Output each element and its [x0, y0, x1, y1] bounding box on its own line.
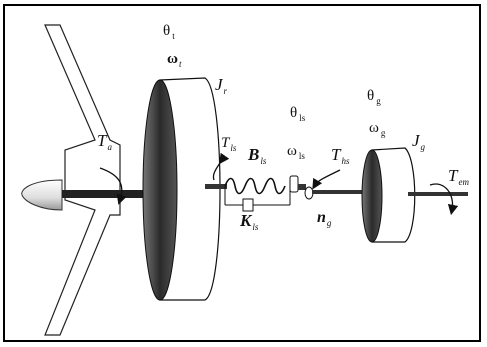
- label-T-ls: Tls: [221, 135, 237, 153]
- torque-arrow-Tem: [429, 183, 459, 216]
- label-T-a: Ta: [97, 131, 112, 152]
- torque-arrow-Ths: [312, 169, 341, 190]
- main-shaft: [62, 190, 152, 198]
- label-J-r: Jr: [215, 75, 228, 96]
- label-n-g: ng: [317, 209, 332, 228]
- rotor-inertia-disk: [142, 77, 221, 301]
- label-K-ls: Kls: [240, 211, 259, 232]
- high-speed-shaft: [312, 190, 367, 194]
- turbine-blade: [44, 24, 121, 336]
- generator-shaft: [408, 192, 468, 196]
- label-J-g: Jg: [412, 131, 426, 152]
- spring-K-ls: [224, 177, 286, 195]
- torque-arrow-Ta: [99, 167, 127, 205]
- label-T-em: Tem: [448, 166, 469, 187]
- label-omega-t: ωt: [167, 51, 182, 69]
- low-speed-shaft: [205, 184, 227, 189]
- generator-inertia-disk: [361, 147, 416, 243]
- gearbox-coupling: [289, 175, 314, 200]
- damper-B-ls: [224, 186, 291, 212]
- label-B-ls: Bls: [248, 145, 267, 166]
- torque-arrow-Tls: [212, 152, 230, 181]
- hub-nose: [21, 179, 63, 211]
- label-T-hs: Ths: [331, 145, 350, 166]
